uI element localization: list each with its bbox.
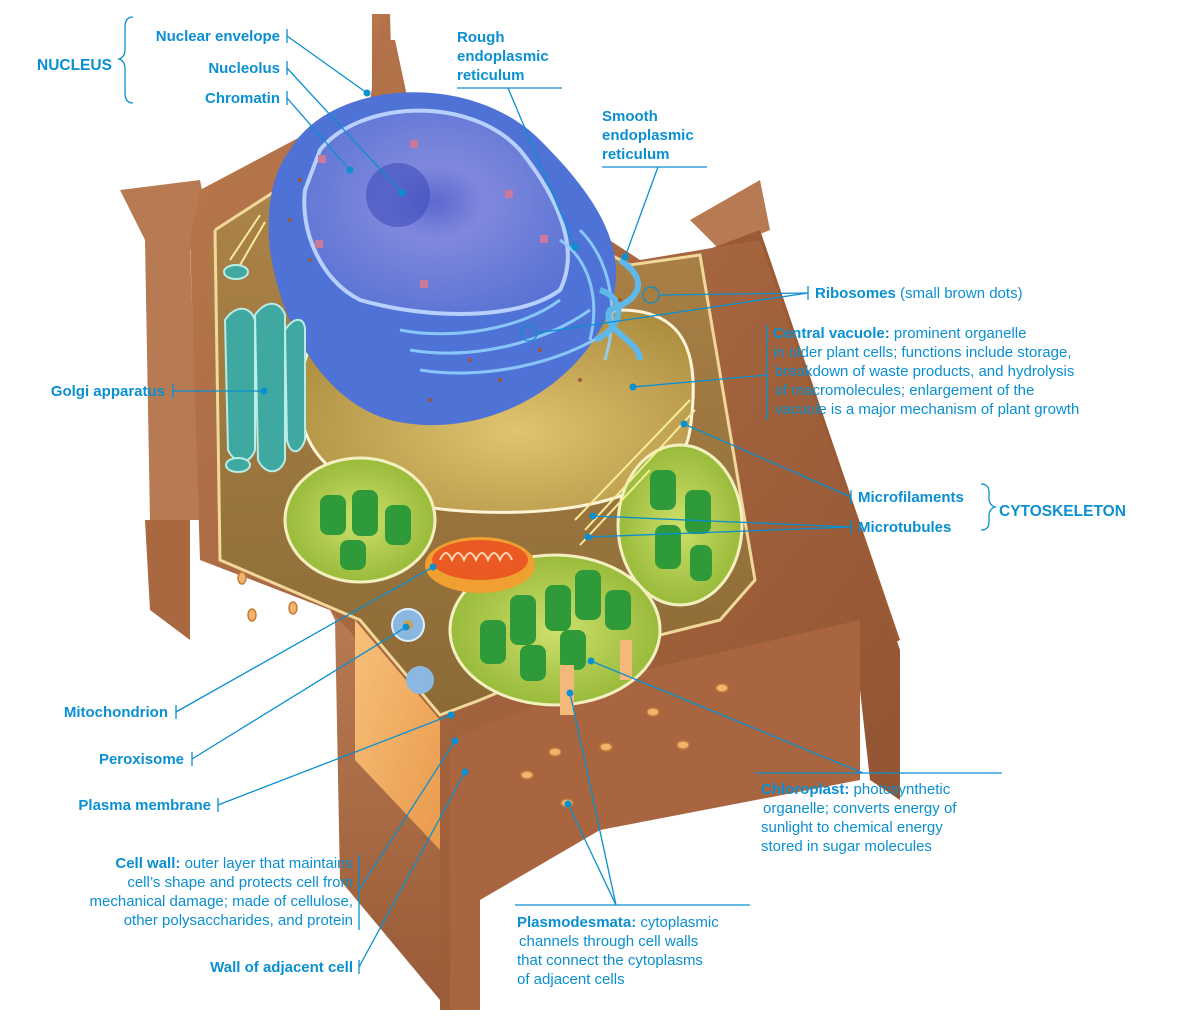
leader-lines (172, 29, 1002, 974)
label-ribosomes-term: Ribosomes (815, 285, 896, 302)
label-plasmodesmata-term: Plasmodesmata: (517, 914, 637, 931)
plasmodesma-channel (560, 665, 574, 715)
label-chloroplast: Chloroplast: photosynthetic organelle; c… (761, 780, 956, 856)
label-line: cell’s shape and protects cell from (127, 874, 353, 891)
nucleus-brace (116, 16, 134, 104)
label-nuclear-envelope: Nuclear envelope (155, 28, 280, 45)
label-rough-er-line: endoplasmic (457, 48, 549, 65)
label-smooth-er-line: endoplasmic (602, 127, 694, 144)
label-line: channels through cell walls (519, 933, 699, 950)
label-line: photosynthetic (849, 781, 951, 798)
cytoskeleton-group-label: CYTOSKELETON (999, 503, 1126, 520)
label-line: of macromolecules; enlargement of the (775, 382, 1035, 399)
label-line: prominent organelle (889, 325, 1027, 342)
nucleus (268, 92, 643, 426)
label-chloroplast-term: Chloroplast: (761, 781, 850, 798)
label-cell-wall-term: Cell wall: (115, 855, 181, 872)
label-microfilaments: Microfilaments (858, 489, 964, 506)
label-line: vacuole is a major mechanism of plant gr… (775, 401, 1080, 418)
label-line: that connect the cytoplasms (517, 952, 703, 969)
label-mitochondrion: Mitochondrion (63, 704, 168, 721)
label-line: other polysaccharides, and protein (123, 912, 353, 929)
label-line: sunlight to chemical energy (761, 819, 943, 836)
label-rough-er: Rough endoplasmic reticulum (457, 28, 549, 85)
label-central-vacuole-term: Central vacuole: (773, 325, 890, 342)
label-peroxisome: Peroxisome (98, 751, 184, 768)
label-nucleolus: Nucleolus (208, 60, 280, 77)
label-rough-er-line: reticulum (457, 67, 525, 84)
plasmodesmata-pits (237, 571, 729, 808)
label-ribosomes: Ribosomes (small brown dots) (815, 284, 1023, 303)
adjacent-cell-wall-face (450, 620, 860, 1010)
plasmodesma-channel (620, 640, 632, 680)
label-line: outer layer that maintains (180, 855, 353, 872)
label-line: organelle; converts energy of (763, 800, 957, 817)
label-line: stored in sugar molecules (761, 838, 932, 855)
label-plasmodesmata: Plasmodesmata: cytoplasmic channels thro… (517, 913, 719, 989)
chloroplast-left (283, 456, 437, 584)
label-central-vacuole: Central vacuole: prominent organelle in … (773, 324, 1079, 419)
label-line: cytoplasmic (636, 914, 719, 931)
label-cell-wall: Cell wall: outer layer that maintains ce… (20, 854, 353, 930)
label-smooth-er-line: Smooth (602, 108, 658, 125)
label-wall-adjacent-cell: Wall of adjacent cell (210, 959, 353, 976)
golgi-apparatus (223, 264, 306, 473)
label-smooth-er-line: reticulum (602, 146, 670, 163)
label-microtubules: Microtubules (858, 519, 952, 536)
mitochondrion (425, 537, 535, 593)
label-line: of adjacent cells (517, 971, 625, 988)
cytoskeleton-brace (980, 483, 998, 531)
label-chromatin: Chromatin (205, 90, 280, 107)
chloroplast-right (616, 443, 744, 607)
label-line: breakdown of waste products, and hydroly… (775, 363, 1075, 380)
nucleus-group-label: NUCLEUS (37, 57, 112, 74)
label-plasma-membrane: Plasma membrane (78, 797, 211, 814)
leader-dots (260, 89, 688, 808)
cytoskeleton-fibers (229, 214, 696, 546)
label-smooth-er: Smooth endoplasmic reticulum (602, 107, 694, 164)
label-line: mechanical damage; made of cellulose, (89, 893, 353, 910)
label-line: in older plant cells; functions include … (773, 344, 1072, 361)
label-golgi: Golgi apparatus (50, 383, 165, 400)
label-ribosomes-desc: (small brown dots) (895, 285, 1023, 302)
label-rough-er-line: Rough (457, 29, 505, 46)
